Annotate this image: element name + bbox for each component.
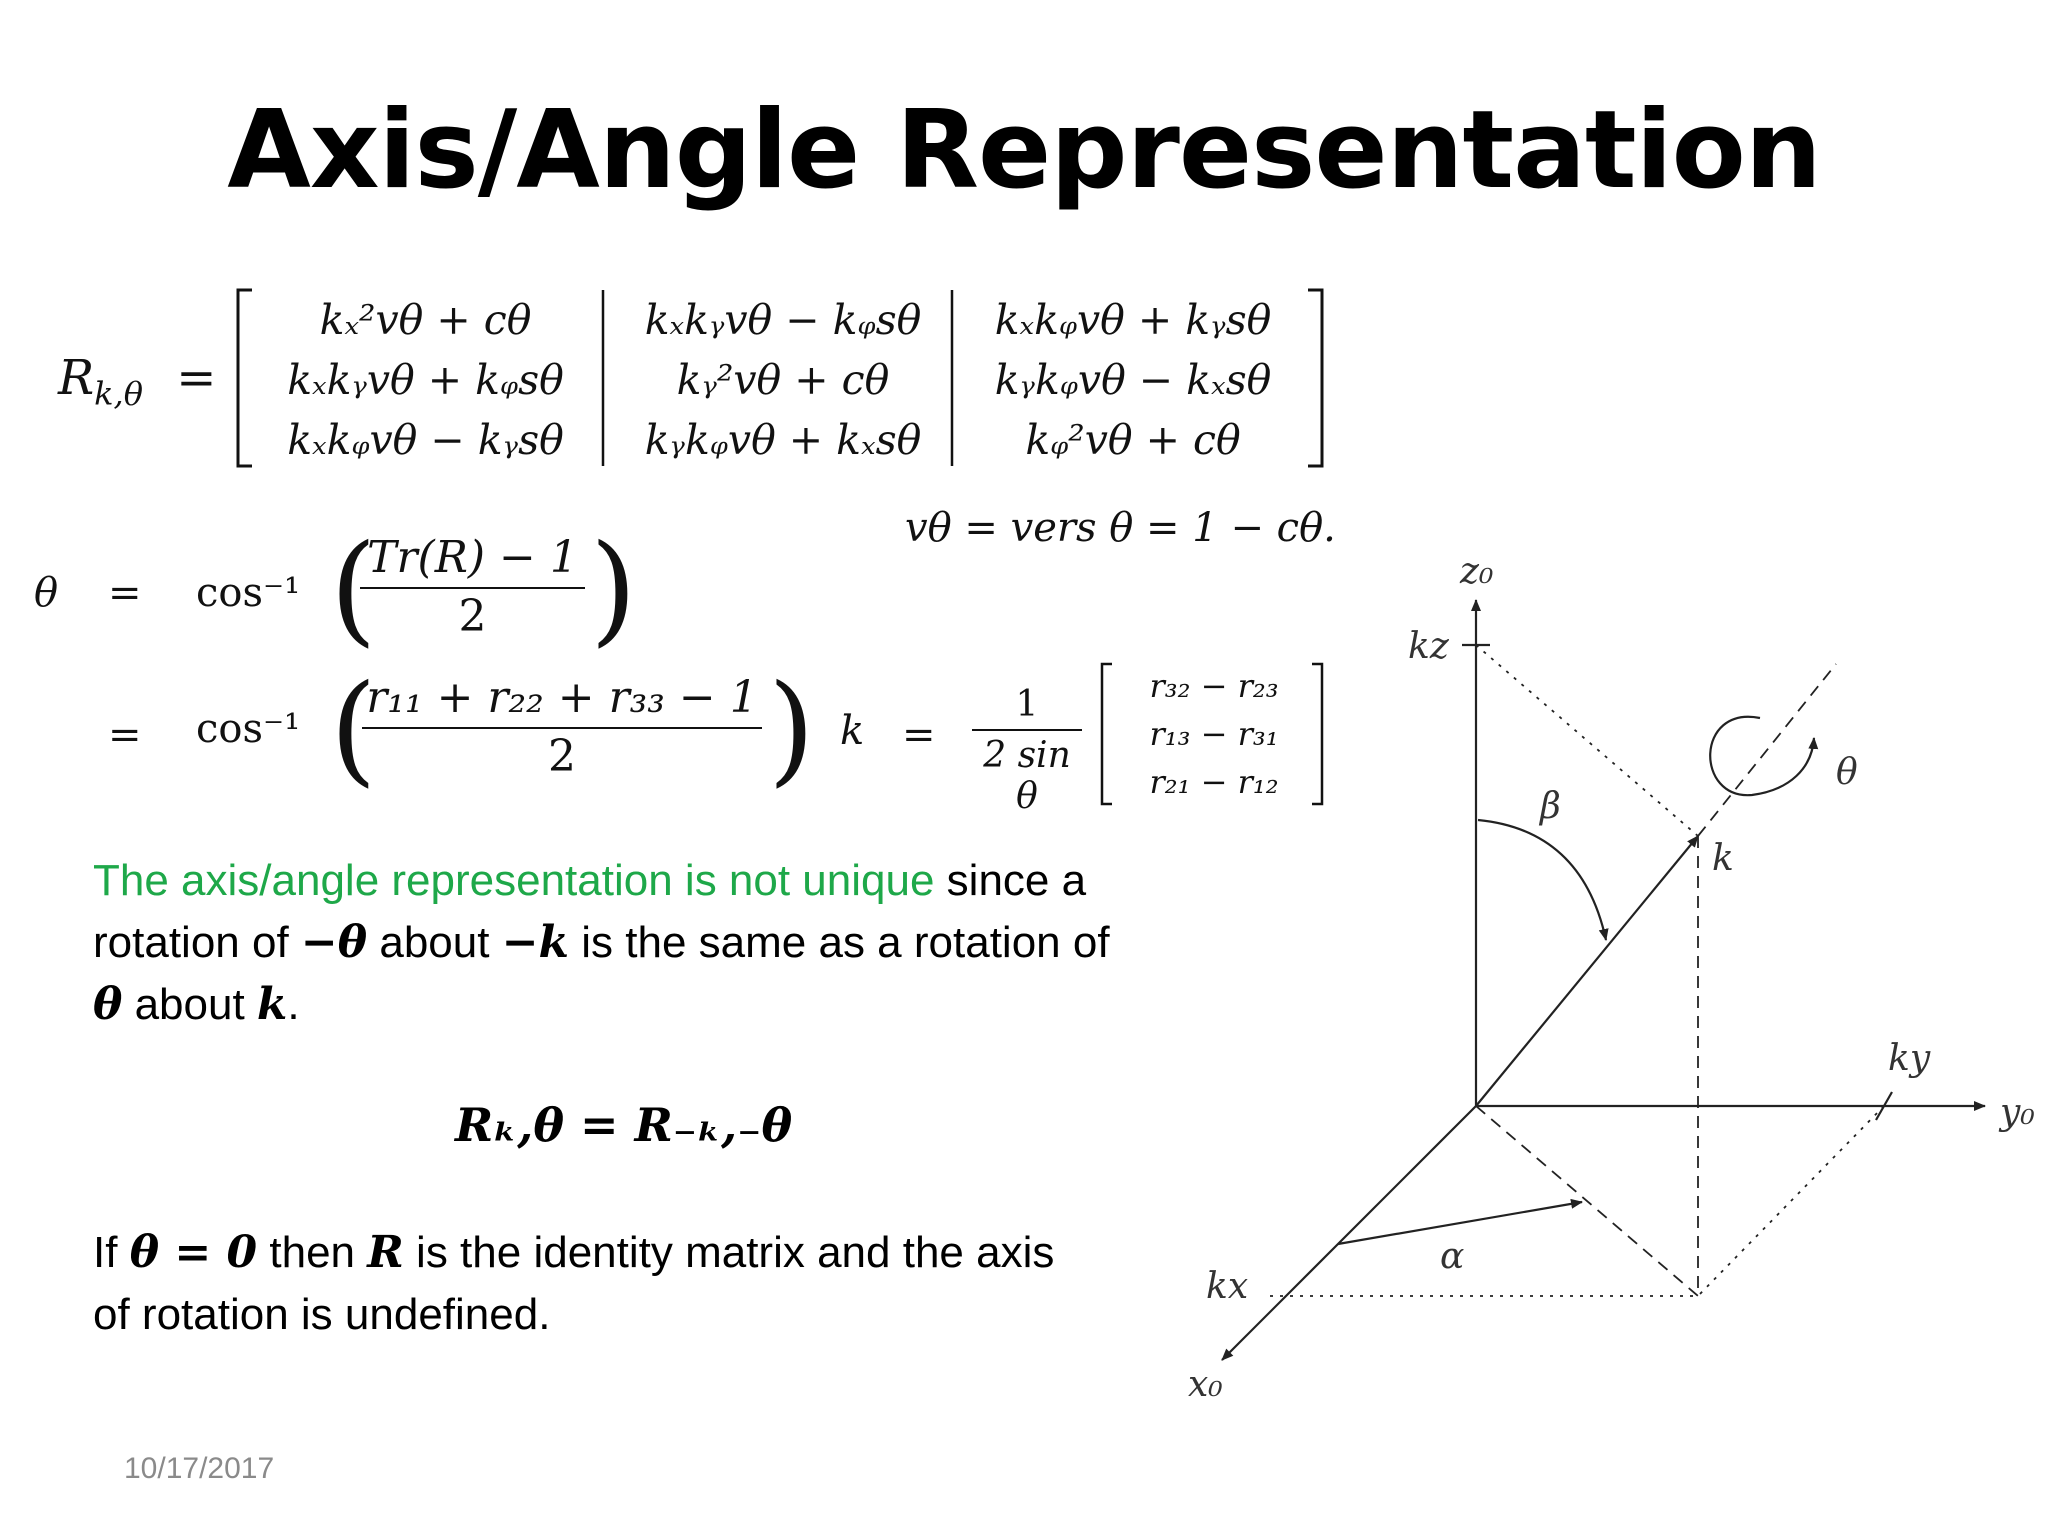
rotation-matrix-body: kₓ²vθ + cθ kₓkᵧvθ + kᵩsθ kₓkᵩvθ − kᵧsθ k…	[258, 290, 1318, 470]
ky-dotted	[1697, 1105, 1885, 1297]
vector-cell: r₂₁ − r₁₂	[1149, 763, 1279, 801]
beta-arc	[1477, 818, 1609, 941]
theta-symbol: θ	[93, 979, 123, 1030]
theta-equals-1: =	[108, 570, 142, 616]
cos-inverse-1: cos⁻¹	[196, 570, 301, 616]
k-vector-brackets	[1100, 662, 1324, 806]
vector-cell: r₁₃ − r₃₁	[1149, 715, 1279, 753]
paren-right-2: )	[768, 660, 815, 799]
y0-label: y₀	[1998, 1092, 2035, 1133]
theta-lhs: θ	[34, 570, 59, 616]
x-axis	[1221, 1105, 1477, 1361]
fraction-denominator: 2	[458, 591, 487, 642]
versine-equation: vθ = vers θ = 1 − cθ.	[905, 505, 1336, 551]
vector-cell: r₃₂ − r₂₃	[1149, 667, 1279, 705]
neg-k-symbol: −k	[501, 917, 570, 968]
slide-title: Axis/Angle Representation	[227, 88, 1822, 213]
alpha-arc	[1337, 1198, 1583, 1246]
k-vector-arrow	[1475, 835, 1699, 1107]
x0-label: x₀	[1188, 1364, 1223, 1405]
fraction-denominator: 2	[548, 731, 576, 782]
matrix-cell: kₓkᵩvθ + kᵧsθ	[994, 296, 1272, 344]
fraction-2: r₁₁ + r₂₂ + r₃₃ − 1 2	[362, 672, 762, 782]
matrix-cell: kᵧkᵩvθ + kₓsθ	[644, 416, 922, 464]
rotation-matrix-lhs: Rk,θ =	[58, 350, 217, 413]
kx-label: kx	[1206, 1266, 1248, 1307]
theta-zero-symbol: θ = 0	[129, 1227, 258, 1278]
theta-equals-2: =	[108, 712, 142, 758]
k-vector: r₃₂ − r₂₃ r₁₃ − r₃₁ r₂₁ − r₁₂	[1114, 662, 1314, 806]
theta-rotation-arc	[1709, 715, 1819, 797]
fraction-numerator: r₁₁ + r₂₂ + r₃₃ − 1	[362, 672, 762, 729]
neg-theta-symbol: −θ	[300, 917, 368, 968]
beta-label: β	[1538, 786, 1561, 827]
fraction-1: Tr(R) − 1 2	[360, 532, 585, 642]
matrix-cell: kᵧkᵩvθ − kₓsθ	[994, 356, 1272, 404]
matrix-cell: kₓkᵧvθ − kᵩsθ	[644, 296, 922, 344]
slide-date: 10/17/2017	[124, 1452, 275, 1485]
kz-label: kz	[1408, 626, 1450, 667]
paren-right-1: )	[590, 520, 637, 659]
theta-label: θ	[1836, 752, 1858, 793]
matrix-lhs-symbol: R	[58, 350, 95, 406]
k-equals: =	[902, 712, 936, 758]
k-label: k	[1712, 838, 1734, 879]
paren-left-1: (	[330, 520, 377, 659]
k-symbol: k	[256, 979, 288, 1030]
matrix-cell: kₓkᵩvθ − kᵧsθ	[287, 416, 564, 464]
matrix-cell: kᵩ²vθ + cθ	[1025, 416, 1241, 464]
matrix-cell: kᵧ²vθ + cθ	[676, 356, 890, 404]
k-lhs: k	[840, 708, 865, 754]
matrix-cell: kₓkᵧvθ + kᵩsθ	[287, 356, 564, 404]
fraction-numerator: Tr(R) − 1	[360, 532, 585, 589]
highlight-text: The axis/angle representation is not uni…	[93, 856, 935, 905]
ky-label: ky	[1888, 1038, 1931, 1079]
uniqueness-paragraph: The axis/angle representation is not uni…	[93, 856, 1110, 1030]
kz-dotted	[1475, 644, 1699, 837]
equivalence-equation: Rₖ,θ = R₋ₖ,₋θ	[455, 1098, 793, 1152]
paren-left-2: (	[330, 660, 377, 799]
k-projection-base	[1475, 1105, 1699, 1297]
fraction-numerator: 1	[972, 684, 1082, 731]
r-symbol: R	[367, 1227, 404, 1278]
k-fraction: 1 2 sin θ	[972, 684, 1082, 817]
z0-label: z₀	[1459, 551, 1493, 592]
k-axis-extension	[1697, 663, 1837, 837]
cos-inverse-2: cos⁻¹	[196, 706, 301, 752]
fraction-denominator: 2 sin θ	[983, 735, 1071, 817]
alpha-label: α	[1440, 1236, 1464, 1277]
rotation-matrix-brackets	[236, 288, 1324, 468]
identity-paragraph: If θ = 0 then R is the identity matrix a…	[93, 1227, 1055, 1339]
matrix-cell: kₓ²vθ + cθ	[319, 296, 532, 344]
matrix-lhs-subscript: k,θ	[94, 374, 143, 413]
